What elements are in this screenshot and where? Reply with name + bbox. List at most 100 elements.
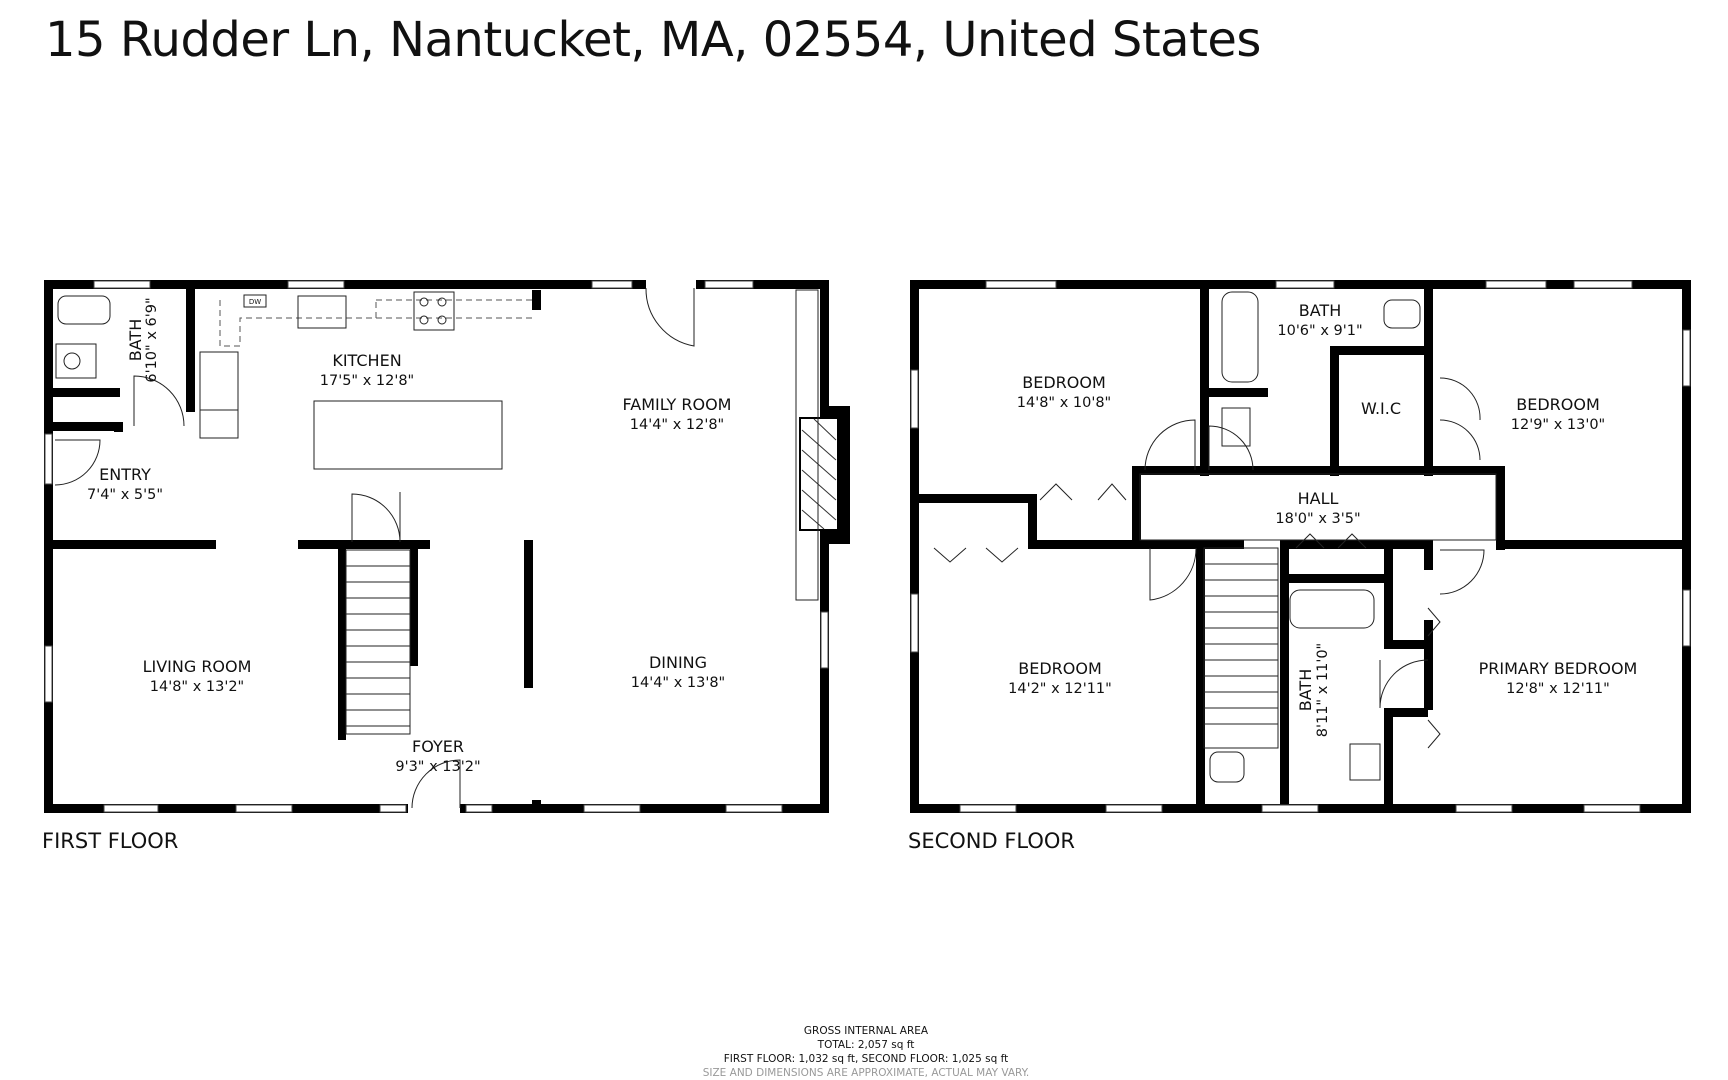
footer-total: TOTAL: 2,057 sq ft (817, 1039, 915, 1051)
bath-door (133, 375, 185, 427)
room-dims-entry: 7'4" x 5'5" (87, 487, 163, 503)
wall (1280, 574, 1384, 583)
staircase (1203, 547, 1279, 749)
front-door-opening (408, 803, 460, 814)
room-dims-family-room: 14'4" x 12'8" (630, 417, 724, 433)
toilet-icon (57, 295, 111, 325)
counter-right (795, 289, 819, 601)
page-title: 15 Rudder Ln, Nantucket, MA, 02554, Unit… (45, 12, 1261, 68)
sink-icon (55, 343, 97, 379)
room-dims-living-room: 14'8" x 13'2" (150, 679, 244, 695)
windows (910, 280, 1691, 813)
footer-gross-area: GROSS INTERNAL AREA (804, 1025, 929, 1037)
wall (1136, 466, 1500, 475)
wall (44, 388, 120, 397)
room-name-bath-mid: BATH (1296, 669, 1315, 711)
wall (1208, 388, 1268, 397)
closet-bifold (1295, 533, 1367, 549)
wall (910, 494, 1036, 503)
bedroom-door (1144, 419, 1196, 471)
room-dims-bedroom-sw: 14'2" x 12'11" (1008, 681, 1112, 697)
wall (1280, 540, 1289, 804)
sink-icon (1221, 407, 1251, 447)
wall (1132, 540, 1244, 549)
bathtub (1289, 589, 1375, 629)
staircase (345, 549, 411, 735)
room-name-foyer: FOYER (412, 737, 464, 756)
room-name-living-room: LIVING ROOM (143, 657, 252, 676)
wall (1424, 620, 1433, 710)
wall (410, 548, 418, 666)
floor-label-second: SECOND FLOOR (908, 829, 1075, 853)
room-dims-dining: 14'4" x 13'8" (631, 675, 725, 691)
wall (1132, 466, 1141, 548)
wall (1384, 708, 1428, 717)
second-floor-plan (910, 280, 1691, 813)
wall (1196, 540, 1205, 804)
wall (44, 422, 114, 431)
wall (524, 540, 533, 688)
closet-bifold (1039, 483, 1127, 501)
footer-floor-areas: FIRST FLOOR: 1,032 sq ft, SECOND FLOOR: … (724, 1053, 1008, 1065)
front-door (411, 759, 461, 809)
dishwasher-label: DW (249, 298, 261, 306)
toilet-icon (1383, 299, 1421, 329)
wall (1424, 286, 1433, 476)
room-name-dining: DINING (649, 653, 707, 672)
bedroom-door (1439, 377, 1481, 421)
wall (1424, 540, 1433, 570)
room-dims-bedroom-ne: 12'9" x 13'0" (1511, 417, 1605, 433)
primary-door (1439, 549, 1485, 595)
wall (1682, 280, 1691, 813)
footer-disclaimer: SIZE AND DIMENSIONS ARE APPROXIMATE, ACT… (703, 1067, 1030, 1079)
first-floor-plan: DW (44, 279, 850, 814)
entry-door (54, 439, 101, 486)
hall-outline (1139, 473, 1497, 541)
wall (1384, 708, 1393, 808)
room-dims-bath-mid: 8'11" x 11'0" (1315, 643, 1331, 737)
bath-door (1208, 425, 1254, 471)
wall (910, 280, 919, 813)
room-name-hall: HALL (1298, 489, 1339, 508)
room-name-bedroom-ne: BEDROOM (1516, 395, 1600, 414)
room-name-bath-first: BATH (126, 319, 145, 361)
wall (186, 286, 195, 412)
room-dims-kitchen: 17'5" x 12'8" (320, 373, 414, 389)
room-dims-primary-bedroom: 12'8" x 12'11" (1506, 681, 1610, 697)
dishwasher (243, 294, 267, 308)
wall (1496, 540, 1686, 549)
room-dims-hall: 18'0" x 3'5" (1275, 511, 1360, 527)
fireplace (799, 417, 839, 531)
bath-door (1379, 659, 1429, 709)
room-name-bath-top: BATH (1299, 301, 1341, 320)
closet-door (1439, 419, 1481, 461)
wall (1028, 540, 1136, 549)
wall (1028, 494, 1037, 548)
room-name-kitchen: KITCHEN (332, 351, 401, 370)
wall (1280, 540, 1430, 549)
wall (1496, 466, 1505, 550)
room-name-primary-bedroom: PRIMARY BEDROOM (1479, 659, 1638, 678)
wall (1330, 346, 1339, 476)
wall (1200, 286, 1209, 476)
wall (820, 280, 829, 410)
closet-bifold (1427, 607, 1441, 749)
room-name-entry: ENTRY (99, 465, 151, 484)
room-name-bedroom-nw: BEDROOM (1022, 373, 1106, 392)
kitchen-island (313, 400, 503, 470)
wall (1330, 346, 1432, 355)
wall (44, 540, 216, 549)
closet-door (351, 493, 401, 543)
refrigerator (199, 351, 239, 411)
wall (820, 540, 829, 813)
floor-label-first: FIRST FLOOR (42, 829, 178, 853)
kitchen-cabinets (219, 299, 536, 347)
room-dims-bath-first: 6'10" x 6'9" (144, 297, 160, 382)
room-name-bedroom-sw: BEDROOM (1018, 659, 1102, 678)
wall (1384, 640, 1428, 649)
wall (298, 540, 430, 549)
room-name-wic: W.I.C (1361, 399, 1401, 418)
room-dims-bedroom-nw: 14'8" x 10'8" (1017, 395, 1111, 411)
stove (413, 291, 455, 331)
windows (44, 280, 829, 813)
